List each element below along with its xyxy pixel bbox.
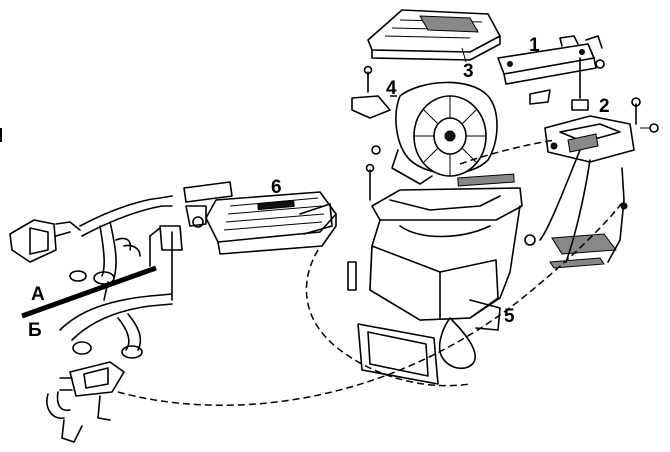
label-part-3: 3 (463, 61, 474, 82)
bracket-part-1 (497, 35, 605, 111)
frame-gasket (357, 323, 439, 385)
coolant-hoses (9, 195, 183, 359)
label-part-4: 4 (386, 78, 397, 99)
zone-divider-line (21, 265, 157, 319)
label-part-5: 5 (504, 306, 515, 327)
label-part-1: 1 (529, 35, 540, 56)
label-zone-a: А (31, 284, 45, 305)
label-part-6: 6 (271, 177, 282, 198)
small-plates (549, 233, 617, 269)
control-cables (117, 139, 628, 406)
control-unit-part-2 (544, 97, 659, 163)
label-part-2: 2 (599, 96, 610, 117)
heater-housing-part-5 (347, 163, 536, 370)
blower-fan-part-4 (351, 65, 498, 185)
heater-core-part-6 (183, 181, 337, 255)
water-valve (46, 361, 125, 443)
top-cover-part-3 (367, 9, 501, 63)
label-zone-b: Б (28, 320, 42, 341)
